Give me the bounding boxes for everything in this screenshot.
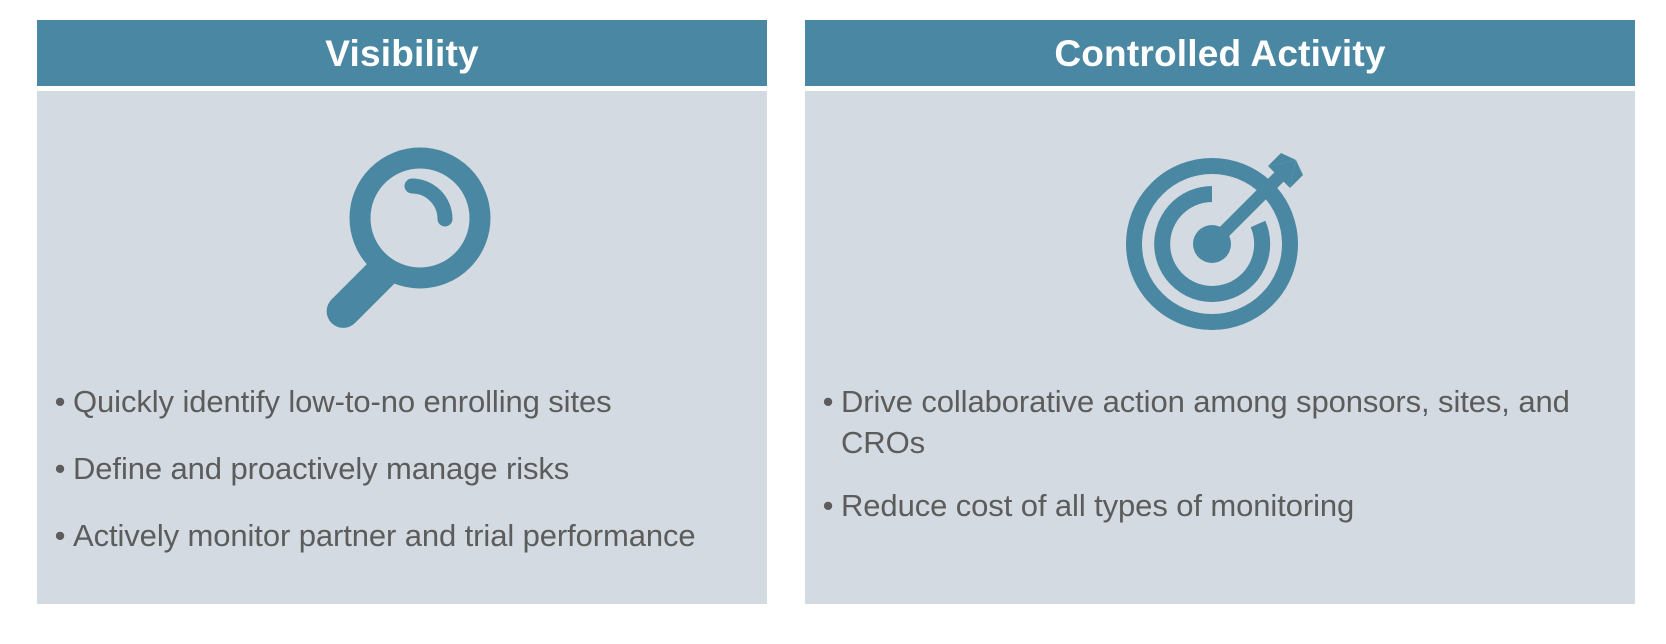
bullet-marker-icon: • [54, 518, 66, 553]
bullet-marker-icon: • [54, 451, 66, 486]
panel-title-controlled-activity: Controlled Activity [1054, 32, 1386, 74]
bullet-text: Actively monitor partner and trial perfo… [73, 518, 696, 553]
panel-divider-left [37, 86, 767, 91]
list-item: • Drive collaborative action among spons… [815, 381, 1617, 463]
bullet-list-visibility: • Quickly identify low-to-no enrolling s… [37, 381, 767, 604]
bullet-text: Reduce cost of all types of monitoring [841, 488, 1355, 523]
icon-area-right [805, 91, 1635, 381]
panel-controlled-activity: Controlled Activity [805, 20, 1635, 604]
panel-header-controlled-activity: Controlled Activity [805, 20, 1635, 86]
bullet-text: Quickly identify low-to-no enrolling sit… [73, 384, 612, 419]
bullet-marker-icon: • [822, 488, 834, 523]
panel-title-visibility: Visibility [325, 32, 479, 74]
list-item: • Define and proactively manage risks [47, 448, 749, 489]
magnifying-glass-icon [302, 136, 502, 336]
panel-visibility: Visibility • Quickly ide [37, 20, 767, 604]
panel-body-controlled-activity: • Drive collaborative action among spons… [805, 91, 1635, 604]
list-item: • Quickly identify low-to-no enrolling s… [47, 381, 749, 422]
bullet-marker-icon: • [822, 384, 834, 419]
bullet-list-controlled-activity: • Drive collaborative action among spons… [805, 381, 1635, 604]
list-item: • Reduce cost of all types of monitoring [815, 485, 1617, 526]
panel-divider-right [805, 86, 1635, 91]
target-dartboard-icon [1120, 136, 1320, 336]
panel-header-visibility: Visibility [37, 20, 767, 86]
bullet-text: Define and proactively manage risks [73, 451, 570, 486]
panel-body-visibility: • Quickly identify low-to-no enrolling s… [37, 91, 767, 604]
bullet-text: Drive collaborative action among sponsor… [841, 384, 1570, 460]
icon-area-left [37, 91, 767, 381]
bullet-marker-icon: • [54, 384, 66, 419]
list-item: • Actively monitor partner and trial per… [47, 515, 749, 556]
